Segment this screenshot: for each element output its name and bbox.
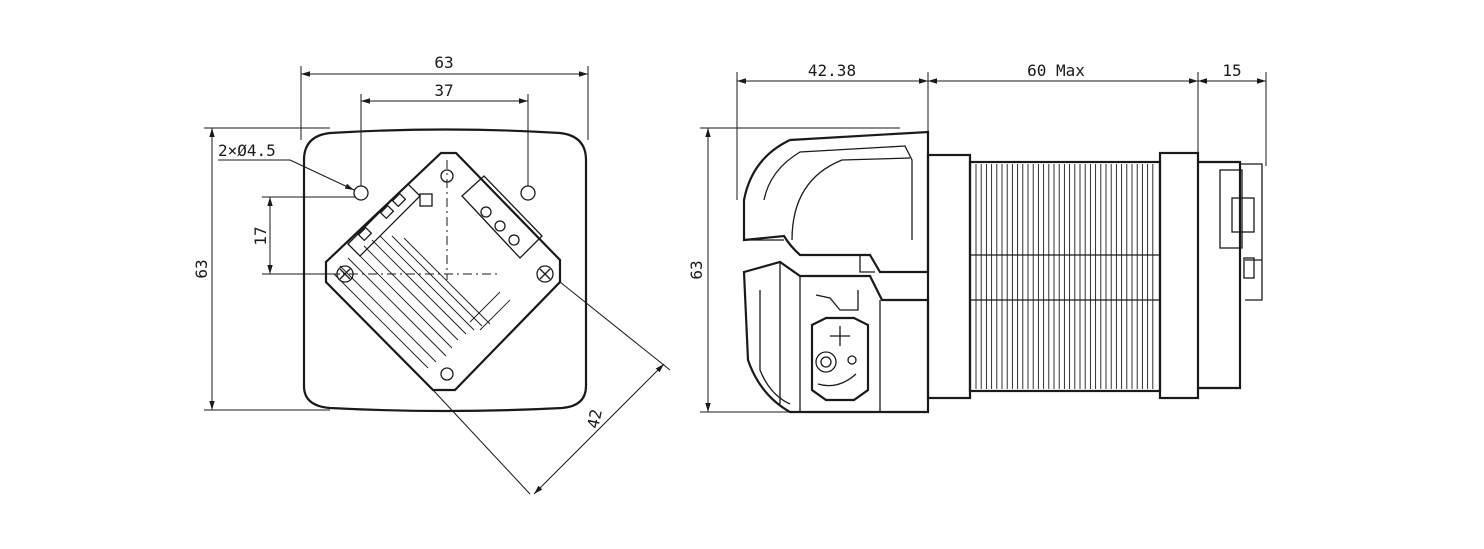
motor-fins	[975, 164, 1154, 389]
dim-motor-length-label: 60 Max	[1027, 61, 1085, 80]
dim-hole-spacing-37: 37	[360, 81, 529, 186]
dim-height-63-front: 63	[192, 127, 330, 411]
driver-hole-bottom	[440, 367, 454, 381]
side-view: 42.38 60 Max 15 63	[687, 61, 1267, 414]
mounting-hole-right	[520, 185, 536, 201]
dim-tail-length-label: 15	[1222, 61, 1241, 80]
dim-height-side-label: 63	[687, 260, 706, 279]
terminal-block	[461, 175, 543, 259]
motor-body	[968, 160, 1162, 393]
dim-height-front-label: 63	[192, 259, 211, 278]
status-led	[419, 193, 433, 207]
dim-pump-depth-label: 42.38	[808, 61, 856, 80]
pump-head-lower	[742, 260, 930, 414]
dim-hole-spacing-label: 37	[434, 81, 453, 100]
tube-connector	[810, 316, 870, 402]
dim-width-label: 63	[434, 53, 453, 72]
dim-pump-depth-42-38: 42.38	[736, 61, 929, 200]
driver-screw-right	[536, 265, 554, 283]
front-view: 63 37 2×Ø4.5 17 63	[192, 53, 671, 495]
dim-offset-label: 17	[251, 226, 270, 245]
dim-tail-length-15: 15	[1198, 61, 1267, 166]
heatsink-fins	[333, 235, 511, 369]
dim-offset-17: 17	[251, 196, 356, 275]
dim-diagonal-42: 42	[432, 281, 671, 495]
dim-height-63-side: 63	[687, 127, 900, 413]
driver-module	[324, 151, 562, 392]
dim-diagonal-label: 42	[583, 407, 606, 430]
connector-left	[347, 183, 421, 257]
mounting-hole-left	[353, 185, 369, 201]
rear-housing	[1158, 151, 1263, 400]
hole-callout: 2×Ø4.5	[218, 141, 355, 191]
dim-motor-length-60: 60 Max	[928, 61, 1199, 160]
motor-flange	[926, 153, 972, 400]
hole-callout-label: 2×Ø4.5	[218, 141, 276, 160]
pump-head-upper	[742, 130, 930, 274]
